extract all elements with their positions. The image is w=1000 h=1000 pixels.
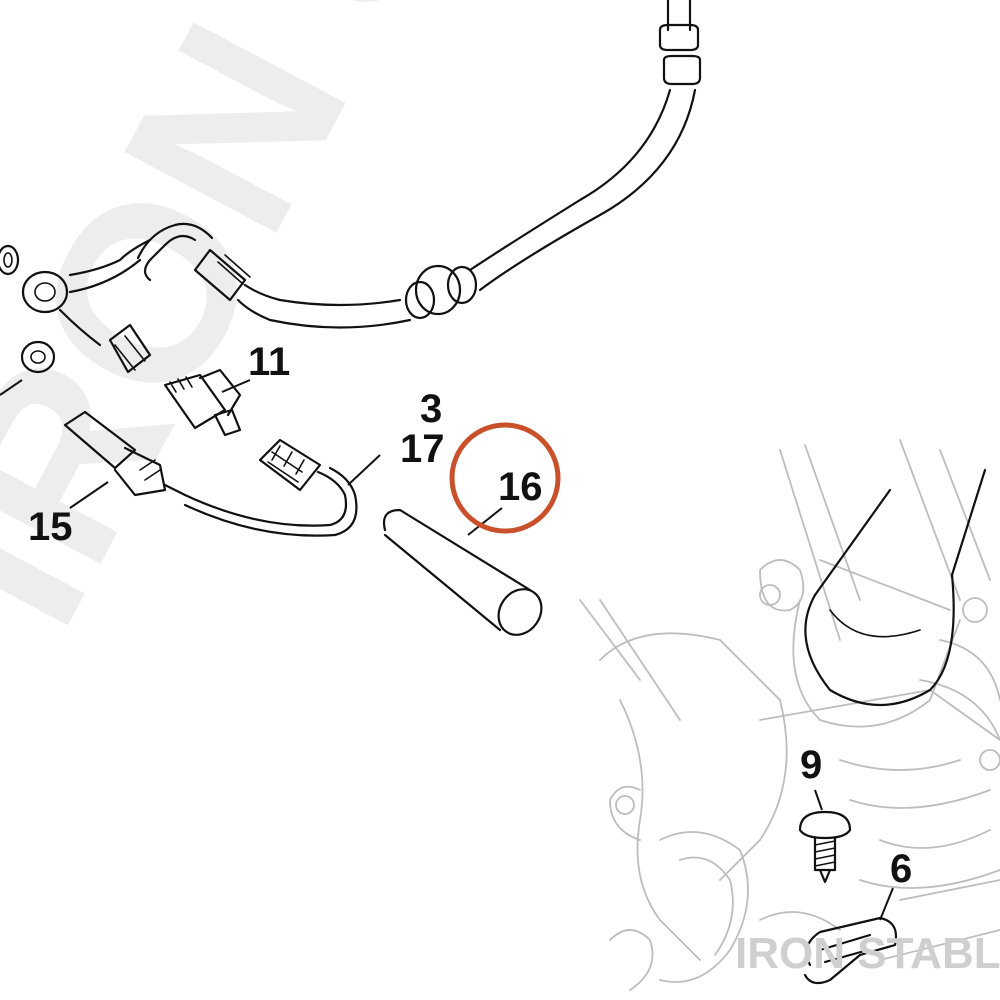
- part-label-16: 16: [498, 465, 543, 509]
- switch-harness: [63, 410, 358, 537]
- brake-line: [0, 0, 702, 396]
- leader-17: [347, 454, 381, 486]
- brake-light-switch: [163, 368, 242, 437]
- fork-tube: [804, 468, 987, 706]
- leader-15: [69, 481, 109, 509]
- part-label-15: 15: [28, 505, 73, 549]
- leader-6: [879, 887, 894, 921]
- leader-16: [467, 507, 503, 536]
- part-label-9: 9: [800, 743, 822, 787]
- part-label-11: 11: [248, 340, 290, 384]
- watermark-small: IRON STABLE: [735, 929, 1000, 978]
- highlight-circle: [449, 422, 561, 534]
- part-label-17: 17: [400, 427, 445, 471]
- push-rivet: [798, 810, 852, 884]
- part-label-6: 6: [890, 847, 912, 891]
- leader-11: [221, 379, 251, 393]
- fork-assembly-ghost: [579, 439, 1000, 991]
- protective-sleeve: [382, 508, 543, 636]
- part-label-3: 3: [420, 387, 442, 431]
- leader-9: [814, 789, 823, 811]
